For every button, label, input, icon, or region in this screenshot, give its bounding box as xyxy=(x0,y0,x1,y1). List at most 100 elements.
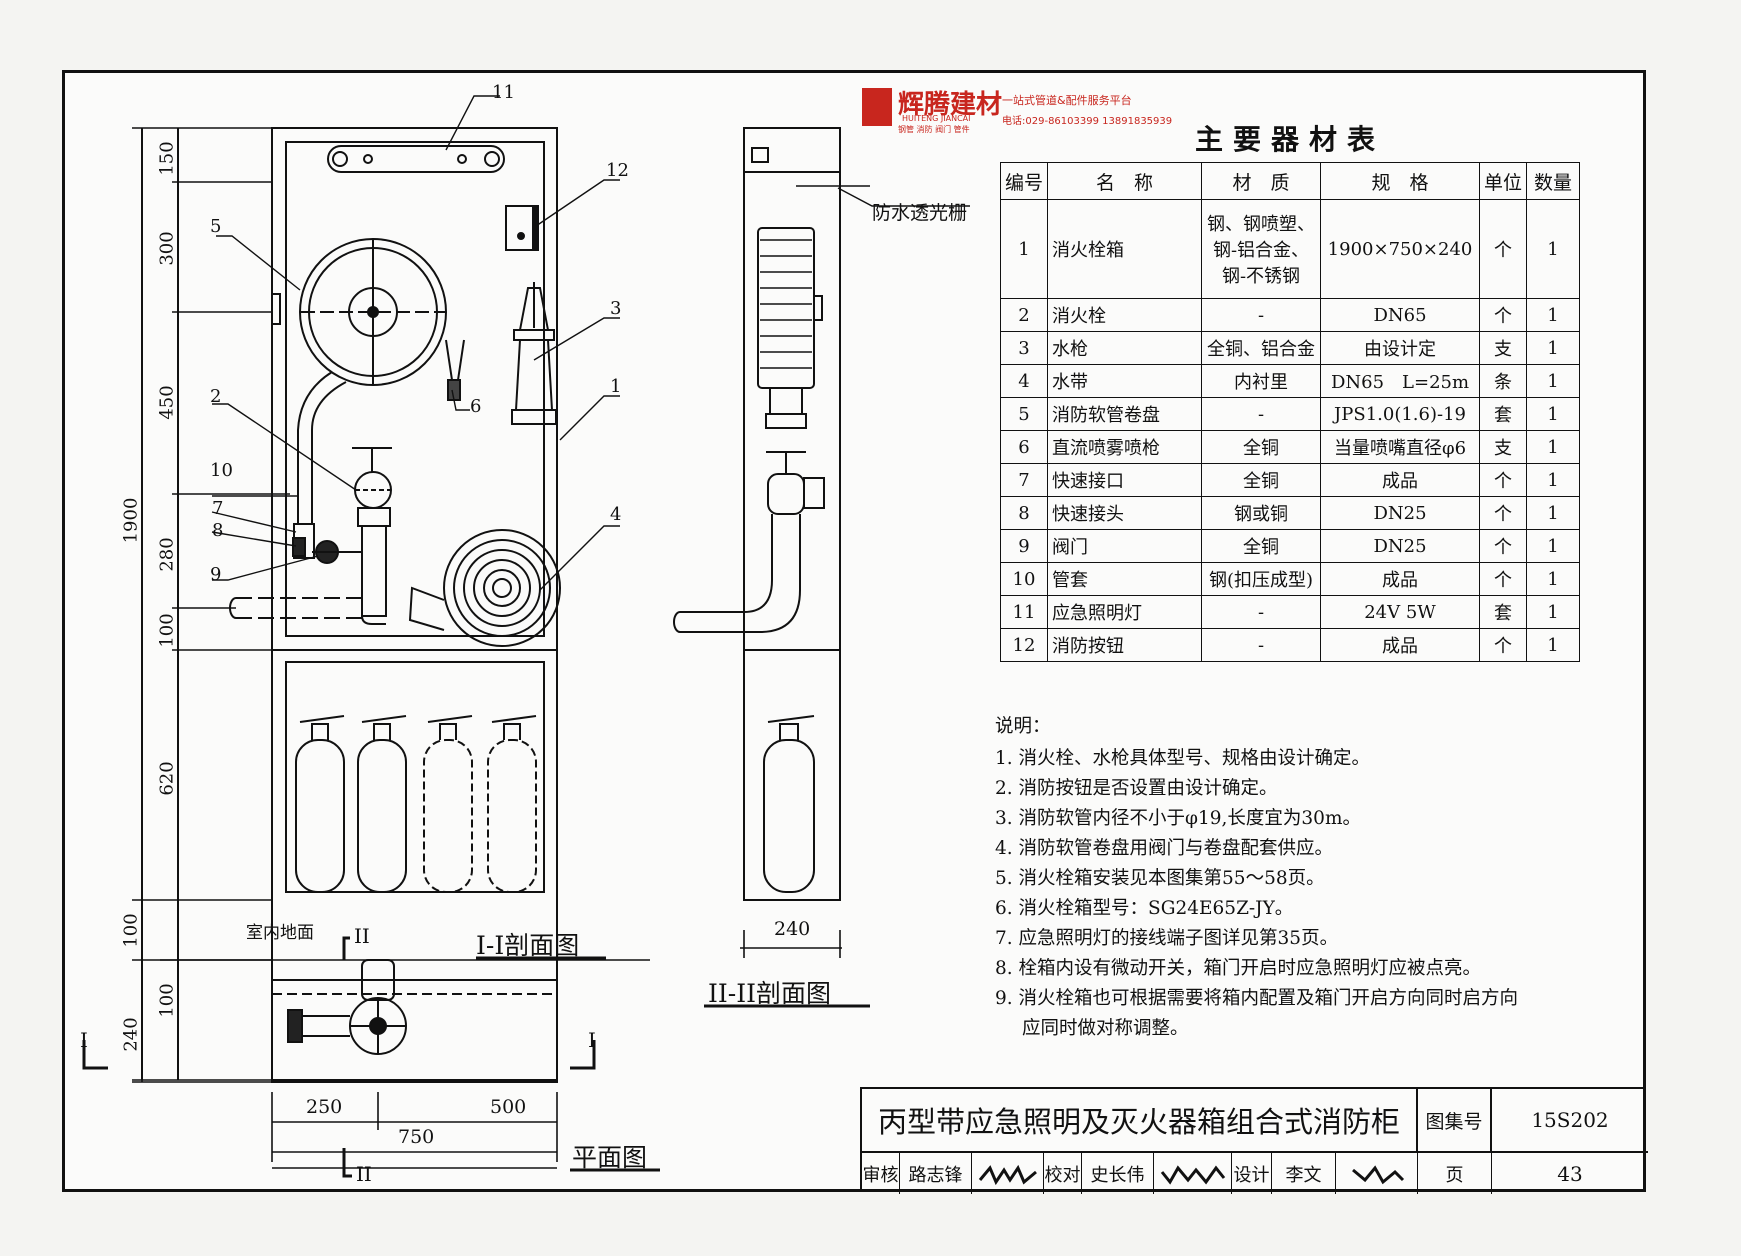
note-item: 应同时做对称调整。 xyxy=(1022,1018,1189,1039)
section-mark-II: II xyxy=(354,924,370,948)
note-item: 6. 消火栓箱型号：SG24E65Z-JY。 xyxy=(995,898,1294,919)
louver-label: 防水透光栅 xyxy=(872,202,968,224)
cell-unit: 个 xyxy=(1479,562,1528,596)
dim-label: 280 xyxy=(156,537,178,572)
cell-name: 水带 xyxy=(1047,364,1203,398)
cell-qty: 1 xyxy=(1526,496,1581,530)
cell-no: 3 xyxy=(999,331,1049,365)
cell-material: 全铜 xyxy=(1201,430,1322,464)
cell-name: 应急照明灯 xyxy=(1047,595,1203,629)
cell-name: 快速接头 xyxy=(1047,496,1203,530)
callout-5: 5 xyxy=(210,216,222,237)
logo-mark xyxy=(862,88,892,126)
cell-name: 消火栓 xyxy=(1047,298,1203,332)
cell-material: 钢或铜 xyxy=(1201,496,1322,530)
dim-label: 240 xyxy=(774,918,811,940)
cell-material-line: 钢-铝合金、 xyxy=(1212,240,1310,261)
plan-outline xyxy=(271,979,558,1083)
cell-name: 直流喷雾喷枪 xyxy=(1047,430,1203,464)
cell-material-line: 钢-不锈钢 xyxy=(1221,266,1301,287)
dim-label: 100 xyxy=(156,983,178,1018)
cell-name: 快速接口 xyxy=(1047,463,1203,497)
cell-qty: 1 xyxy=(1526,298,1581,332)
cell-spec: 1900×750×240 xyxy=(1320,199,1481,299)
cell-qty: 1 xyxy=(1526,529,1581,563)
notes-title: 说明： xyxy=(995,716,1051,737)
cell-material-line: 钢、钢喷塑、 xyxy=(1207,214,1316,235)
callout-9: 9 xyxy=(210,564,222,585)
cell-spec: JPS1.0(1.6)-19 xyxy=(1320,397,1481,431)
cell-name: 阀门 xyxy=(1047,529,1203,563)
column-header: 数量 xyxy=(1526,162,1581,200)
materials-table-title: 主要器材表 xyxy=(1195,123,1386,156)
section-mark-I: I xyxy=(588,1028,596,1052)
callout-8: 8 xyxy=(212,520,224,541)
check-label: 校对 xyxy=(1044,1153,1082,1194)
water-gun xyxy=(511,282,557,425)
cell-spec: 成品 xyxy=(1320,463,1481,497)
coiled-hose xyxy=(408,529,561,647)
cell-qty: 1 xyxy=(1526,562,1581,596)
table-row: 1 消火栓箱 钢、钢喷塑、 钢-铝合金、 钢-不锈钢 1900×750×240 … xyxy=(999,199,1581,299)
cell-unit: 支 xyxy=(1479,430,1528,464)
materials-table: 编号 名 称 材 质 规 格 单位 数量 1 消火栓箱 钢、钢喷塑、 钢-铝合金… xyxy=(999,162,1581,662)
fire-hydrant-valve xyxy=(352,447,392,625)
cell-unit: 套 xyxy=(1479,397,1528,431)
cell-no: 5 xyxy=(999,397,1049,431)
atlas-label: 图集号 xyxy=(1418,1089,1492,1153)
note-item: 3. 消防软管内径不小于φ19,长度宜为30m。 xyxy=(995,808,1361,829)
cell-spec: 由设计定 xyxy=(1320,331,1481,365)
cell-material: 全铜、铝合金 xyxy=(1201,331,1322,365)
cell-qty: 1 xyxy=(1526,331,1581,365)
cell-no: 8 xyxy=(999,496,1049,530)
callout-12: 12 xyxy=(606,160,629,181)
notes: 说明： 1. 消火栓、水枪具体型号、规格由设计确定。 2. 消防按钮是否设置由设… xyxy=(995,712,1518,1044)
plan-title: 平面图 xyxy=(572,1143,648,1172)
upper-compartment xyxy=(285,141,545,637)
hose-reel xyxy=(271,238,447,386)
dim-label: 100 xyxy=(120,913,142,948)
dim-label: 450 xyxy=(156,385,178,420)
dim-label: 750 xyxy=(398,1126,435,1148)
atlas-number: 15S202 xyxy=(1492,1089,1648,1153)
callout-6: 6 xyxy=(470,396,482,417)
side-cabinet xyxy=(743,127,841,901)
column-header: 编号 xyxy=(999,162,1049,200)
cell-spec: DN65 xyxy=(1320,298,1481,332)
dim-label: 150 xyxy=(156,141,178,176)
cell-no: 4 xyxy=(999,364,1049,398)
cell-no: 7 xyxy=(999,463,1049,497)
review-label: 审核 xyxy=(862,1153,900,1194)
cell-unit: 条 xyxy=(1479,364,1528,398)
cell-material: 内衬里 xyxy=(1201,364,1322,398)
cell-qty: 1 xyxy=(1526,397,1581,431)
view-title-2: II-II剖面图 xyxy=(708,979,831,1008)
cell-unit: 个 xyxy=(1479,496,1528,530)
callout-11: 11 xyxy=(492,82,515,103)
cell-name: 水枪 xyxy=(1047,331,1203,365)
dim-label: 250 xyxy=(306,1096,343,1118)
cell-qty: 1 xyxy=(1526,463,1581,497)
note-item: 8. 栓箱内设有微动开关，箱门开启时应急照明灯应被点亮。 xyxy=(995,958,1482,979)
cell-no: 1 xyxy=(999,199,1049,299)
cell-unit: 个 xyxy=(1479,199,1528,299)
lower-compartment xyxy=(285,661,545,893)
logo-brand: 辉腾建材 xyxy=(898,90,1003,120)
cell-unit: 个 xyxy=(1479,628,1528,662)
dim-label: 500 xyxy=(490,1096,527,1118)
column-header: 名 称 xyxy=(1047,162,1203,200)
cell-qty: 1 xyxy=(1526,364,1581,398)
title-block: 丙型带应急照明及灭火器箱组合式消防柜 图集号 15S202 审核 路志锋 校对 … xyxy=(860,1087,1648,1194)
note-item: 1. 消火栓、水枪具体型号、规格由设计确定。 xyxy=(995,748,1371,769)
cell-spec: 成品 xyxy=(1320,628,1481,662)
